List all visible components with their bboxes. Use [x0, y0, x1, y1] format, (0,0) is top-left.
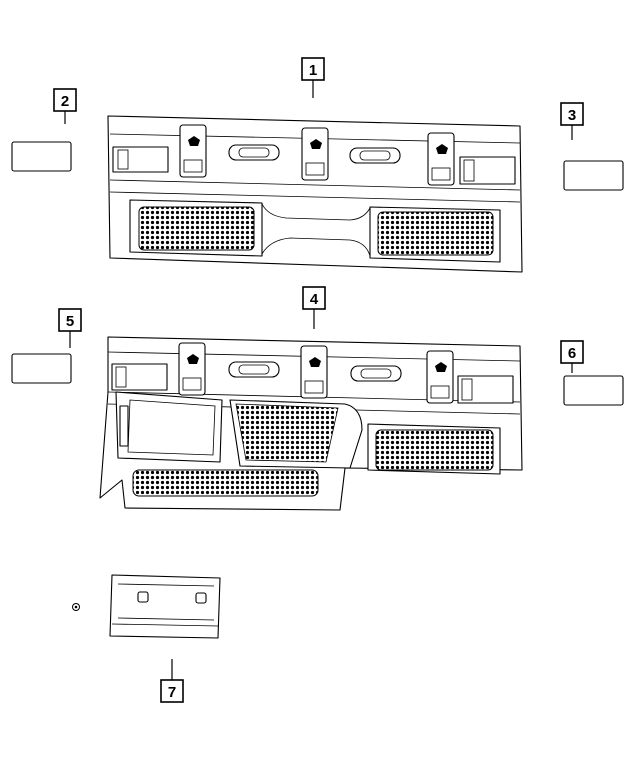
part-6-label[interactable] — [563, 375, 624, 406]
callout-5: 5 — [58, 308, 82, 348]
part-3-label[interactable] — [563, 160, 624, 191]
callout-label: 5 — [66, 313, 74, 330]
callout-label: 4 — [310, 291, 319, 308]
callout-2: 2 — [53, 88, 77, 124]
part-5-label[interactable] — [11, 353, 72, 384]
callout-label: 1 — [309, 62, 317, 79]
part-4-trim-panel-storage[interactable] — [99, 336, 523, 511]
callout-4: 4 — [302, 286, 326, 329]
part-2-label[interactable] — [11, 141, 72, 172]
callout-3: 3 — [560, 102, 584, 140]
callout-1: 1 — [301, 57, 325, 98]
callout-label: 3 — [568, 107, 576, 124]
callout-6: 6 — [560, 340, 584, 373]
callout-label: 6 — [568, 345, 576, 362]
part-1-trim-panel[interactable] — [107, 115, 523, 273]
callout-7: 7 — [160, 659, 184, 703]
part-7-bracket[interactable] — [109, 574, 221, 639]
callout-label: 2 — [61, 93, 69, 110]
callout-label: 7 — [168, 684, 176, 701]
fastener-screw[interactable] — [72, 603, 80, 611]
